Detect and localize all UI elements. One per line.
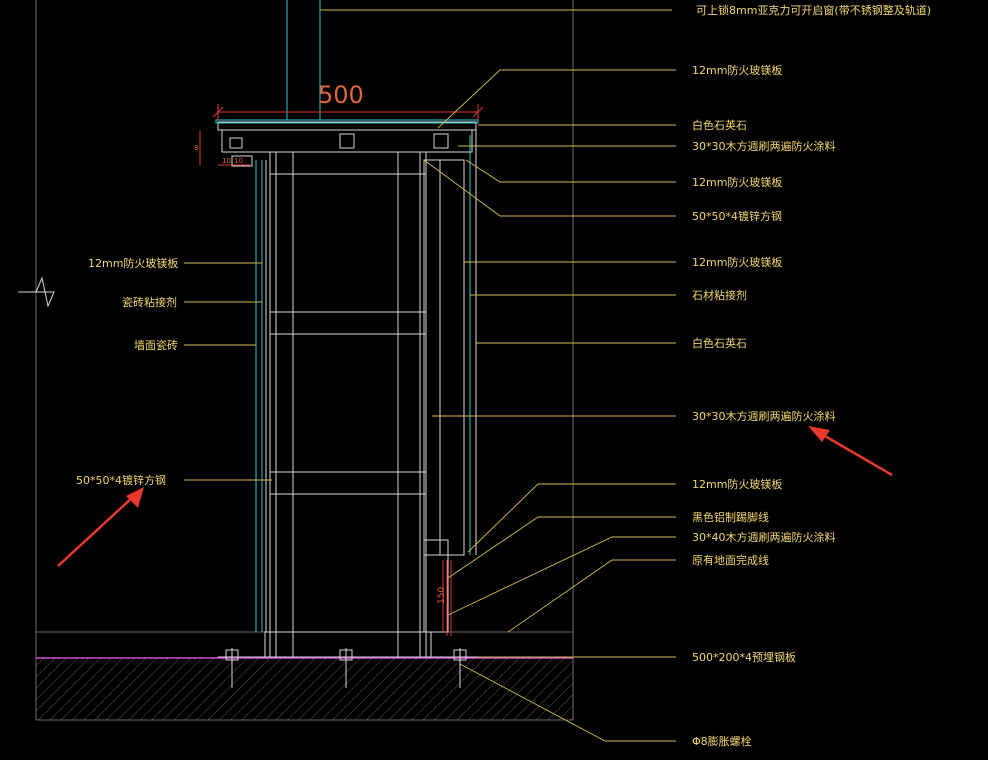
leaders-left: [184, 262, 272, 481]
label-left-4: 50*50*4镀锌方钢: [76, 473, 166, 487]
red-arrow-left: [57, 487, 144, 567]
drawing-frame: [18, 0, 574, 721]
label-right-6: 12mm防火玻镁板: [692, 255, 782, 269]
dimension-500: 500: [212, 81, 484, 120]
dimension-small: 8 10 10: [194, 130, 250, 166]
expansion-bolts: [225, 648, 467, 688]
label-right-7: 石材粘接剂: [692, 288, 747, 302]
acrylic-window-frame: [286, 0, 321, 120]
dimension-small-c: 10: [234, 157, 243, 165]
steel-frame-body: [255, 130, 477, 658]
label-left-1: 12mm防火玻镁板: [88, 256, 178, 270]
dimension-small-a: 8: [194, 144, 198, 152]
label-right-9: 30*30木方週刷两遍防火涂料: [692, 409, 836, 423]
label-left-2: 瓷砖粘接剂: [122, 295, 177, 309]
label-right-13: 原有地面完成线: [692, 553, 769, 567]
label-left-3: 墙面瓷砖: [134, 338, 178, 352]
dimension-small-b: 10: [222, 157, 231, 165]
label-right-3: 30*30木方週刷两遍防火涂料: [692, 139, 836, 153]
label-right-4: 12mm防火玻镁板: [692, 175, 782, 189]
red-arrow-right: [808, 426, 893, 477]
label-right-11: 黑色铝制踢脚线: [692, 510, 769, 524]
label-right-2: 白色石英石: [692, 118, 747, 132]
label-right-14: 500*200*4预埋钢板: [692, 650, 796, 664]
countertop: [215, 119, 479, 167]
dimension-500-text: 500: [318, 81, 364, 109]
label-right-15: Φ8膨胀螺栓: [692, 734, 752, 748]
dimension-150-text: 150: [437, 587, 447, 604]
floor-slab: [36, 656, 573, 720]
label-right-1: 12mm防火玻镁板: [692, 63, 782, 77]
label-right-12: 30*40木方週刷两遍防火涂料: [692, 530, 836, 544]
dimension-150: 150: [437, 560, 447, 632]
label-right-5: 50*50*4镀锌方钢: [692, 209, 782, 223]
leaders-right: [320, 9, 676, 742]
label-right-10: 12mm防火玻镁板: [692, 477, 782, 491]
label-right-8: 白色石英石: [692, 336, 747, 350]
label-top-window-note: 可上锁8mm亚克力可开启窗(带不锈钢整及轨道): [696, 3, 931, 17]
